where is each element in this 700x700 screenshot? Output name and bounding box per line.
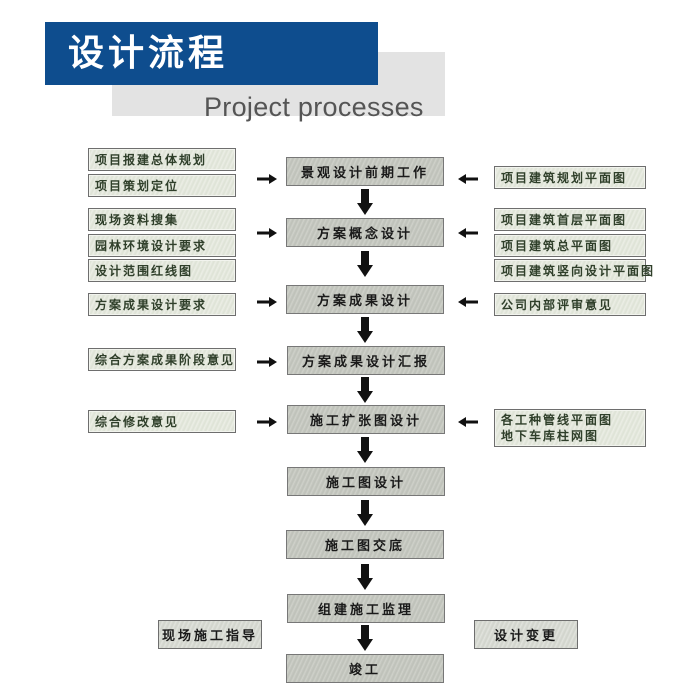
step-construction-supervision: 组建施工监理 bbox=[287, 594, 445, 623]
arrow-down-icon bbox=[357, 251, 373, 277]
arrow-left-icon bbox=[458, 228, 478, 238]
left-input-overall-planning: 项目报建总体规划 bbox=[88, 148, 236, 171]
arrow-right-icon bbox=[257, 357, 277, 367]
right-input-design-change: 设计变更 bbox=[474, 620, 578, 649]
right-input-vertical-design-plan: 项目建筑竖向设计平面图 bbox=[494, 259, 653, 282]
left-input-site-guidance: 现场施工指导 bbox=[158, 620, 262, 649]
left-input-project-positioning: 项目策划定位 bbox=[88, 174, 236, 197]
arrow-left-icon bbox=[458, 297, 478, 307]
arrow-right-icon bbox=[257, 417, 277, 427]
right-input-internal-review: 公司内部评审意见 bbox=[494, 293, 646, 316]
right-input-planning-plan: 项目建筑规划平面图 bbox=[494, 166, 646, 189]
arrow-right-icon bbox=[257, 228, 277, 238]
step-completion: 竣工 bbox=[286, 654, 444, 683]
right-input-ground-floor-plan: 项目建筑首层平面图 bbox=[494, 208, 646, 231]
arrow-down-icon bbox=[357, 189, 373, 215]
step-landscape-preliminary: 景观设计前期工作 bbox=[286, 157, 444, 186]
step-scheme-report: 方案成果设计汇报 bbox=[287, 346, 445, 375]
arrow-left-icon bbox=[458, 417, 478, 427]
arrow-down-icon bbox=[357, 437, 373, 463]
title-banner bbox=[45, 22, 378, 85]
step-construction-drawing-design: 施工图设计 bbox=[287, 467, 445, 496]
right-input-pipelines-and-garage: 各工种管线平面图 地下车库柱网图 bbox=[494, 409, 646, 447]
arrow-down-icon bbox=[357, 500, 373, 526]
right-input-garage-column-grid: 地下车库柱网图 bbox=[501, 429, 600, 443]
arrow-down-icon bbox=[357, 377, 373, 403]
arrow-right-icon bbox=[257, 174, 277, 184]
arrow-down-icon bbox=[357, 625, 373, 651]
step-expanded-drawing-design: 施工扩张图设计 bbox=[287, 405, 445, 434]
left-input-redline-map: 设计范围红线图 bbox=[88, 259, 236, 282]
arrow-right-icon bbox=[257, 297, 277, 307]
arrow-left-icon bbox=[458, 174, 478, 184]
left-input-scheme-requirements: 方案成果设计要求 bbox=[88, 293, 236, 316]
step-concept-design: 方案概念设计 bbox=[286, 218, 444, 247]
step-scheme-result-design: 方案成果设计 bbox=[286, 285, 444, 314]
right-input-pipeline-plan: 各工种管线平面图 bbox=[501, 413, 614, 427]
left-input-revision-opinions: 综合修改意见 bbox=[88, 410, 236, 433]
arrow-down-icon bbox=[357, 564, 373, 590]
left-input-stage-opinions: 综合方案成果阶段意见 bbox=[88, 348, 236, 371]
page-title: 设计流程 bbox=[68, 33, 229, 74]
right-input-master-plan: 项目建筑总平面图 bbox=[494, 234, 646, 257]
page-subtitle: Project processes bbox=[204, 92, 424, 122]
left-input-site-data-collection: 现场资料搜集 bbox=[88, 208, 236, 231]
left-input-environment-requirements: 园林环境设计要求 bbox=[88, 234, 236, 257]
arrow-down-icon bbox=[357, 317, 373, 343]
step-drawing-handover: 施工图交底 bbox=[286, 530, 444, 559]
